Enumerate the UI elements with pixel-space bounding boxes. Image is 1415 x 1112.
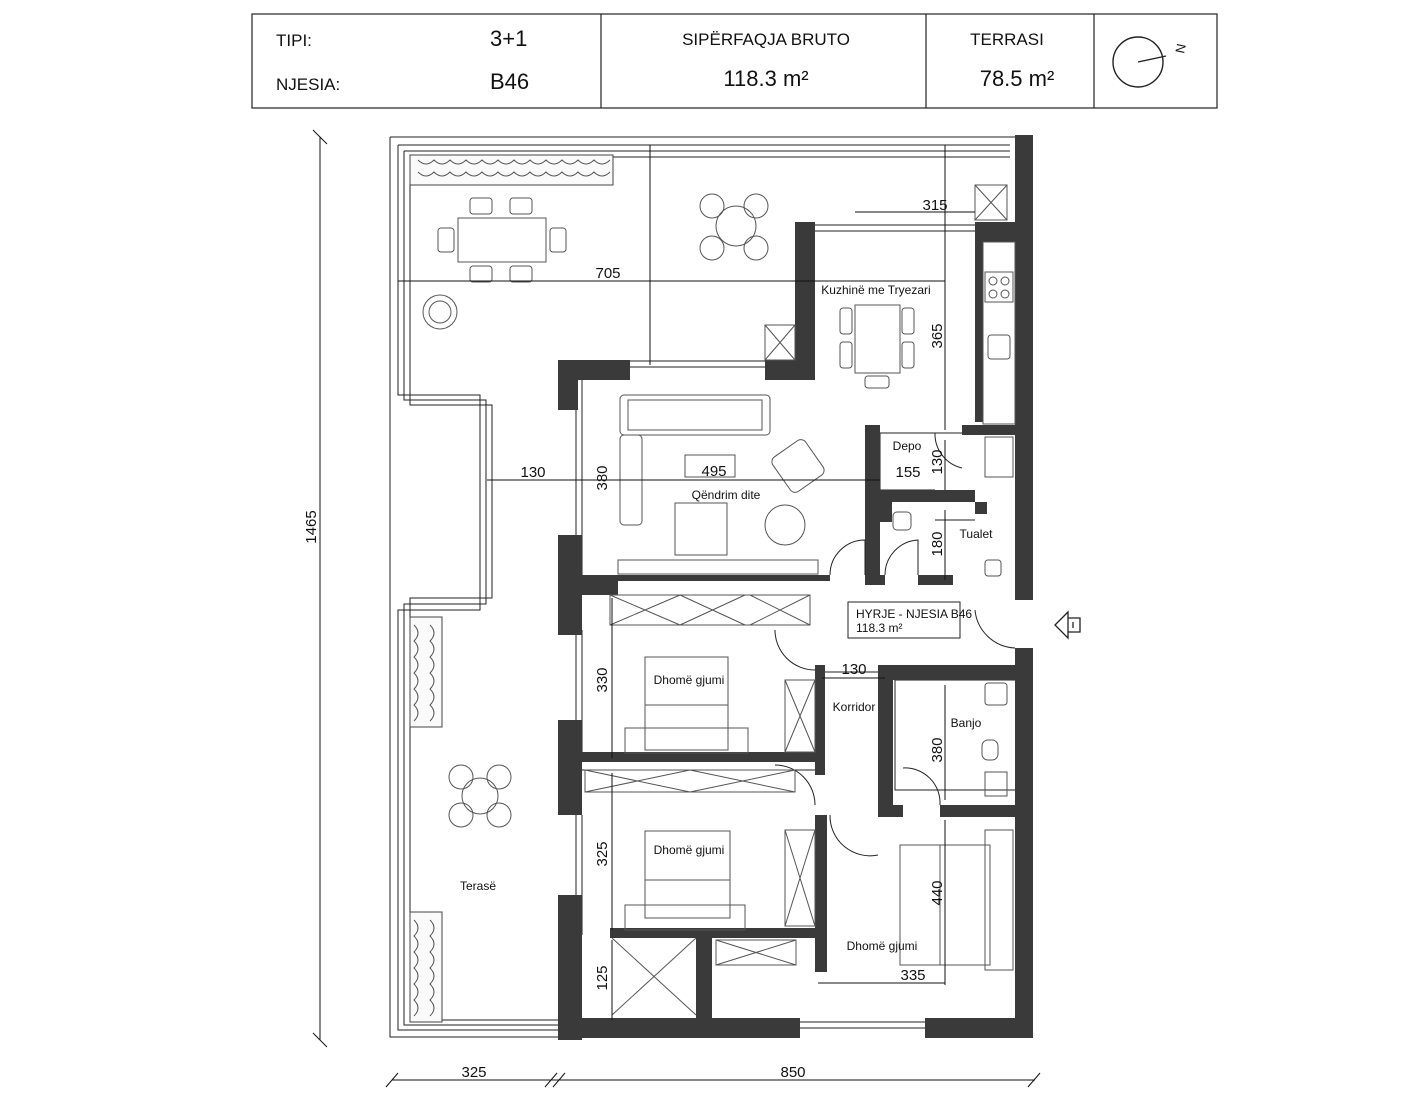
terrace-dining-table: [437, 197, 567, 283]
room-kuzhine-label: Kuzhinë me Tryezari: [821, 283, 930, 297]
dimension-lines: [312, 129, 1041, 1088]
dim-1465: 1465: [303, 510, 320, 543]
room-dhome2-label: Dhomë gjumi: [654, 843, 725, 857]
terrace-round-table-top: [699, 193, 769, 261]
planter-left-bottom: [409, 911, 443, 1023]
dim-380-b: 380: [929, 737, 946, 762]
dim-335: 335: [900, 967, 925, 984]
dim-705: 705: [595, 265, 620, 282]
dim-330: 330: [594, 667, 611, 692]
planter-top: [409, 154, 614, 186]
terrace-round-table-bottom: [448, 764, 512, 828]
dim-125: 125: [594, 965, 611, 990]
tipi-label: TIPI:: [276, 31, 312, 50]
dim-315: 315: [922, 197, 947, 214]
room-dhome3-label: Dhomë gjumi: [847, 939, 918, 953]
kitchen-furniture: [764, 184, 1016, 425]
tipi-value: 3+1: [490, 26, 527, 51]
entrance-arrow-icon: [1054, 610, 1081, 640]
room-tualet-label: Tualet: [960, 527, 994, 541]
entrance-box: HYRJE - NJESIA B46 118.3 m²: [847, 601, 972, 639]
room-depo-label: Depo: [893, 439, 922, 453]
entrance-title: HYRJE - NJESIA B46: [856, 607, 972, 621]
room-dhome1-label: Dhomë gjumi: [654, 673, 725, 687]
room-banjo-label: Banjo: [951, 716, 982, 730]
dim-155: 155: [895, 464, 920, 481]
doors: [774, 432, 1016, 857]
room-korridor-label: Korridor: [833, 700, 876, 714]
room-qendrim-label: Qëndrim dite: [692, 488, 761, 502]
njesia-value: B46: [490, 69, 529, 94]
dim-365: 365: [929, 323, 946, 348]
dim-325-a: 325: [594, 841, 611, 866]
room-terase-label: Terasë: [460, 879, 496, 893]
bathroom-fixtures: [892, 436, 1014, 797]
compass-icon: N: [1112, 36, 1189, 88]
planter-left-mid: [409, 616, 443, 728]
north-label: N: [1172, 42, 1189, 54]
living-furniture: [617, 394, 825, 575]
dim-380-a: 380: [594, 465, 611, 490]
walls: [558, 135, 1033, 1040]
dim-325-b: 325: [461, 1064, 486, 1081]
terrace-lounge-chair: [422, 294, 458, 330]
dim-850: 850: [780, 1064, 805, 1081]
terrace-outline: [389, 136, 1015, 1038]
siperfaqja-label: SIPËRFAQJA BRUTO: [682, 30, 850, 49]
dim-180: 180: [929, 531, 946, 556]
dim-130-a: 130: [520, 464, 545, 481]
info-table: TIPI: 3+1 NJESIA: B46 SIPËRFAQJA BRUTO 1…: [251, 13, 1218, 109]
siperfaqja-value: 118.3 m²: [723, 66, 808, 91]
terrasi-value: 78.5 m²: [980, 66, 1055, 91]
njesia-label: NJESIA:: [276, 75, 340, 94]
dim-130-c: 130: [841, 661, 866, 678]
terrasi-label: TERRASI: [970, 30, 1044, 49]
dim-440: 440: [929, 880, 946, 905]
dim-130-b: 130: [929, 449, 946, 474]
entrance-area: 118.3 m²: [856, 621, 902, 635]
dim-495: 495: [701, 463, 726, 480]
